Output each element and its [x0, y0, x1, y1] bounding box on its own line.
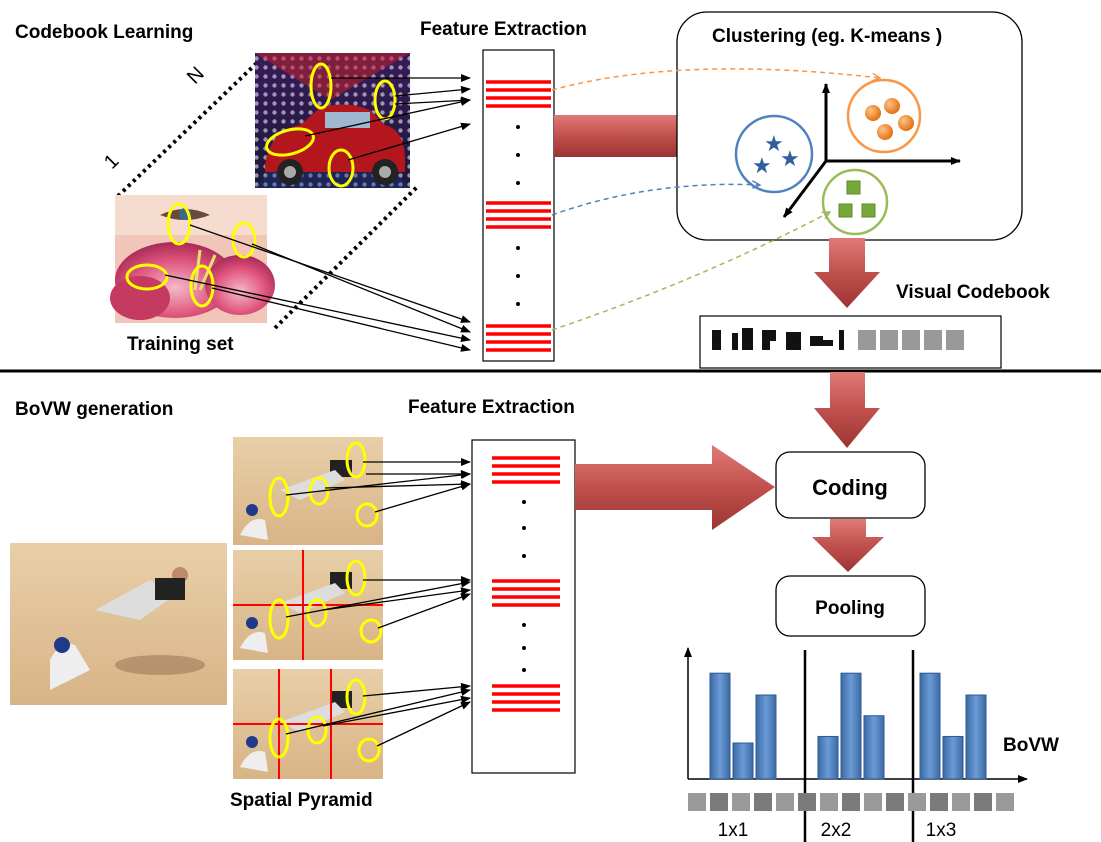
clustering-title: Clustering (eg. K-means ) [712, 26, 942, 47]
histogram-bar [755, 694, 777, 780]
pyramid-level-label: 1x3 [926, 820, 957, 841]
stack-index-one: 1 [100, 150, 123, 173]
feature-vector-group [486, 80, 551, 108]
bovw-histogram: 1x1 2x2 1x3 BoVW [684, 647, 1059, 842]
ellipsis-dots [516, 125, 520, 306]
histogram-bar [817, 735, 839, 780]
cluster-green [821, 168, 889, 236]
histogram-bar [709, 672, 731, 780]
cluster-assignment-lines [551, 68, 880, 331]
cluster-orange [846, 78, 922, 154]
top-feature-arrows [164, 74, 471, 352]
keypoint [125, 263, 169, 291]
histogram-bar [840, 672, 862, 780]
star-icon: ★ [764, 131, 784, 156]
bovw-generation-title: BoVW generation [15, 399, 173, 420]
bottom-keypoints [268, 441, 383, 763]
feature-vector-group [486, 324, 551, 352]
keypoint [166, 202, 192, 246]
codeword-thumbnail [908, 793, 926, 811]
bottom-feature-arrows [285, 458, 471, 747]
top-feature-box [482, 49, 555, 362]
codeword-thumbnail [820, 793, 838, 811]
top-feature-extraction-label: Feature Extraction [420, 19, 587, 40]
feature-vector-group [492, 579, 560, 607]
pyramid-level-label: 1x1 [718, 820, 749, 841]
codeword-thumbnail [732, 793, 750, 811]
codeword-thumbnail [930, 793, 948, 811]
codeword-thumbnail [996, 793, 1014, 811]
pyramid-level-1-image [233, 437, 383, 545]
codeword-thumbnail [842, 793, 860, 811]
pooling-label: Pooling [815, 598, 885, 619]
car-image [255, 53, 410, 188]
stack-index-n: N [183, 63, 209, 89]
keypoint [309, 62, 333, 110]
codeword-thumbnail [798, 793, 816, 811]
histogram-bar [919, 672, 941, 780]
star-icon: ★ [752, 153, 772, 178]
histogram-bar [732, 742, 754, 780]
codebook-to-coding-arrow [814, 372, 880, 448]
pyramid-level-label: 2x2 [821, 820, 852, 841]
bovw-label: BoVW [1003, 735, 1059, 756]
codeword-thumbnail [754, 793, 772, 811]
pyramid-level-2-image [233, 550, 383, 660]
histogram-bar [863, 715, 885, 780]
features-to-coding-arrow [575, 445, 775, 530]
feature-vector-group [492, 684, 560, 712]
codeword-thumbnail [952, 793, 970, 811]
texture-patches [858, 330, 964, 350]
keypoint [189, 264, 215, 308]
codeword-thumbnail [688, 793, 706, 811]
codeword-thumbnail [776, 793, 794, 811]
star-icon: ★ [780, 146, 800, 171]
feature-vector-group [492, 456, 560, 484]
clustering-box: Clustering (eg. K-means ) ★ ★ ★ [676, 11, 1023, 241]
bottom-feature-extraction-label: Feature Extraction [408, 397, 575, 418]
training-set-label: Training set [127, 334, 234, 355]
histogram-bar [965, 694, 987, 780]
codeword-thumbnail [974, 793, 992, 811]
flower-image [110, 195, 275, 323]
histogram-bar [942, 735, 964, 780]
feature-vector-group [486, 201, 551, 229]
codeword-thumbnail [886, 793, 904, 811]
baseball-image [10, 543, 227, 705]
bottom-feature-box [471, 439, 576, 774]
keypoint [327, 148, 355, 188]
keypoint [265, 127, 315, 157]
coding-box: Coding [775, 451, 926, 519]
top-keypoints [125, 62, 397, 308]
codeword-thumbnail [710, 793, 728, 811]
visual-codebook-strip [699, 315, 1002, 369]
cluster-axes [782, 83, 961, 218]
cluster-blue: ★ ★ ★ [734, 114, 814, 194]
feature-to-clustering-connector [554, 115, 678, 157]
spatial-pyramid-label: Spatial Pyramid [230, 790, 373, 811]
codeword-thumbnail [864, 793, 882, 811]
clustering-to-codebook-arrow [814, 238, 880, 308]
coding-label: Coding [812, 475, 888, 500]
pooling-box: Pooling [775, 575, 926, 637]
ellipsis-dots [522, 500, 526, 672]
coding-to-pooling-arrow [812, 519, 884, 572]
codeword-patches [712, 328, 844, 350]
codebook-learning-title: Codebook Learning [15, 22, 193, 43]
visual-codebook-label: Visual Codebook [896, 282, 1050, 303]
